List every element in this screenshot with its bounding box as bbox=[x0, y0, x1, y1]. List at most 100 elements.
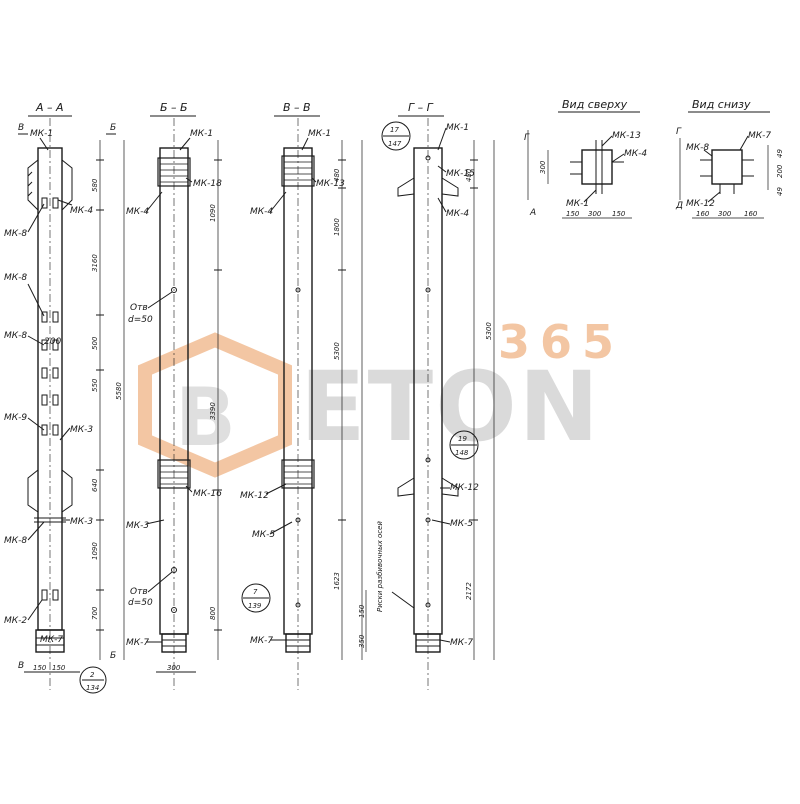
svg-text:139: 139 bbox=[248, 602, 262, 610]
svg-text:700: 700 bbox=[91, 606, 99, 620]
svg-text:800: 800 bbox=[209, 606, 217, 620]
svg-text:Отв: Отв bbox=[130, 587, 148, 597]
section-gg-title: Г – Г bbox=[408, 101, 434, 114]
svg-text:МК-7: МК-7 bbox=[126, 638, 149, 648]
svg-text:МК-7: МК-7 bbox=[40, 635, 63, 645]
svg-text:В: В bbox=[18, 123, 24, 133]
svg-text:МК-7: МК-7 bbox=[450, 638, 473, 648]
svg-text:5580: 5580 bbox=[115, 382, 123, 400]
svg-text:МК-3: МК-3 bbox=[126, 521, 149, 531]
svg-text:500: 500 bbox=[91, 336, 99, 350]
svg-text:Г: Г bbox=[676, 127, 682, 137]
bottom-view: Вид снизу Г Д 49 200 49 160 300 160 МК-7… bbox=[675, 98, 784, 219]
svg-text:МК-1: МК-1 bbox=[190, 129, 213, 139]
svg-text:МК-1: МК-1 bbox=[308, 129, 331, 139]
svg-text:МК-15: МК-15 bbox=[446, 169, 475, 179]
svg-text:150: 150 bbox=[566, 210, 580, 218]
svg-text:Отв: Отв bbox=[130, 303, 148, 313]
svg-text:Б: Б bbox=[110, 651, 116, 661]
svg-text:МК-3: МК-3 bbox=[70, 517, 93, 527]
label-aa-mk1: МК-1 bbox=[30, 129, 53, 139]
section-bb: Б – Б 1090 3390 800 300 МК-1 МК-18 МК-4 … bbox=[126, 101, 222, 690]
svg-text:5300: 5300 bbox=[333, 342, 341, 360]
svg-text:МК-18: МК-18 bbox=[193, 179, 222, 189]
svg-text:МК-5: МК-5 bbox=[252, 530, 275, 540]
svg-text:3390: 3390 bbox=[209, 402, 217, 420]
svg-text:1090: 1090 bbox=[209, 204, 217, 222]
svg-text:МК-9: МК-9 bbox=[4, 413, 27, 423]
svg-text:МК-4: МК-4 bbox=[250, 207, 273, 217]
svg-text:В: В bbox=[18, 661, 24, 671]
svg-text:МК-4: МК-4 bbox=[624, 149, 647, 159]
svg-text:МК-1: МК-1 bbox=[446, 123, 469, 133]
svg-text:МК-3: МК-3 bbox=[70, 425, 93, 435]
svg-text:МК-4: МК-4 bbox=[70, 206, 93, 216]
svg-text:480: 480 bbox=[465, 168, 473, 182]
svg-text:17: 17 bbox=[390, 126, 399, 134]
svg-text:150: 150 bbox=[52, 664, 66, 672]
svg-text:А: А bbox=[529, 208, 536, 218]
svg-text:5300: 5300 bbox=[485, 322, 493, 340]
svg-text:Б: Б bbox=[110, 123, 116, 133]
svg-text:МК-4: МК-4 bbox=[126, 207, 149, 217]
svg-text:49: 49 bbox=[776, 149, 784, 158]
svg-text:300: 300 bbox=[539, 160, 547, 174]
svg-text:150: 150 bbox=[612, 210, 626, 218]
svg-text:МК-8: МК-8 bbox=[4, 536, 27, 546]
callout-17-147: 17 147 bbox=[381, 121, 411, 151]
svg-text:147: 147 bbox=[388, 140, 402, 148]
svg-text:148: 148 bbox=[455, 449, 469, 457]
svg-text:2172: 2172 bbox=[465, 582, 473, 600]
watermark: B 365 ETON bbox=[138, 315, 614, 478]
callout-2-134: 2 134 bbox=[79, 666, 107, 694]
svg-text:МК-12: МК-12 bbox=[240, 491, 269, 501]
svg-text:1090: 1090 bbox=[91, 542, 99, 560]
section-aa: А – А В Б 580 3160 500 bbox=[4, 101, 125, 694]
svg-text:МК-5: МК-5 bbox=[450, 519, 473, 529]
svg-text:МК-7: МК-7 bbox=[250, 636, 273, 646]
svg-text:580: 580 bbox=[91, 178, 99, 192]
section-vv: В – В 480 1800 5300 1623 МК-1 МК-13 МК-4… bbox=[240, 101, 363, 690]
svg-text:МК-4: МК-4 bbox=[446, 209, 469, 219]
svg-text:d=50: d=50 bbox=[128, 598, 153, 608]
svg-text:200: 200 bbox=[44, 337, 61, 347]
svg-text:300: 300 bbox=[718, 210, 732, 218]
watermark-word: ETON bbox=[300, 351, 601, 463]
svg-text:150: 150 bbox=[33, 664, 47, 672]
svg-text:160: 160 bbox=[696, 210, 710, 218]
svg-text:7: 7 bbox=[253, 588, 258, 596]
svg-text:МК-8: МК-8 bbox=[686, 143, 709, 153]
section-gg: Г – Г 480 5300 2172 150 350 Риски разбив… bbox=[358, 101, 495, 690]
svg-text:d=50: d=50 bbox=[128, 315, 153, 325]
svg-text:200: 200 bbox=[776, 164, 784, 178]
svg-text:49: 49 bbox=[776, 187, 784, 196]
svg-text:МК-13: МК-13 bbox=[612, 131, 641, 141]
svg-text:300: 300 bbox=[167, 664, 181, 672]
svg-text:МК-2: МК-2 bbox=[4, 616, 27, 626]
svg-text:МК-12: МК-12 bbox=[686, 199, 715, 209]
svg-text:МК-8: МК-8 bbox=[4, 331, 27, 341]
svg-text:Риски разбивочных осей: Риски разбивочных осей bbox=[376, 521, 384, 612]
svg-text:МК-13: МК-13 bbox=[316, 179, 345, 189]
svg-text:550: 550 bbox=[91, 378, 99, 392]
section-vv-title: В – В bbox=[283, 101, 311, 114]
svg-text:19: 19 bbox=[458, 435, 467, 443]
svg-text:350: 350 bbox=[358, 634, 366, 648]
callout-7-139: 7 139 bbox=[241, 583, 271, 613]
watermark-logo-letter: B bbox=[175, 371, 238, 464]
svg-text:Д: Д bbox=[675, 201, 683, 211]
svg-text:МК-7: МК-7 bbox=[748, 131, 771, 141]
callout-19-148: 19 148 bbox=[449, 430, 479, 460]
svg-text:1800: 1800 bbox=[333, 218, 341, 236]
svg-text:МК-8: МК-8 bbox=[4, 273, 27, 283]
section-bb-title: Б – Б bbox=[160, 101, 188, 114]
top-view: Вид сверху Г А 300 150 300 150 МК-13 МК-… bbox=[524, 98, 647, 219]
svg-text:150: 150 bbox=[358, 604, 366, 618]
svg-text:Г: Г bbox=[524, 133, 530, 143]
svg-text:МК-8: МК-8 bbox=[4, 229, 27, 239]
svg-text:МК-12: МК-12 bbox=[450, 483, 479, 493]
svg-text:300: 300 bbox=[588, 210, 602, 218]
top-view-title: Вид сверху bbox=[562, 98, 628, 111]
